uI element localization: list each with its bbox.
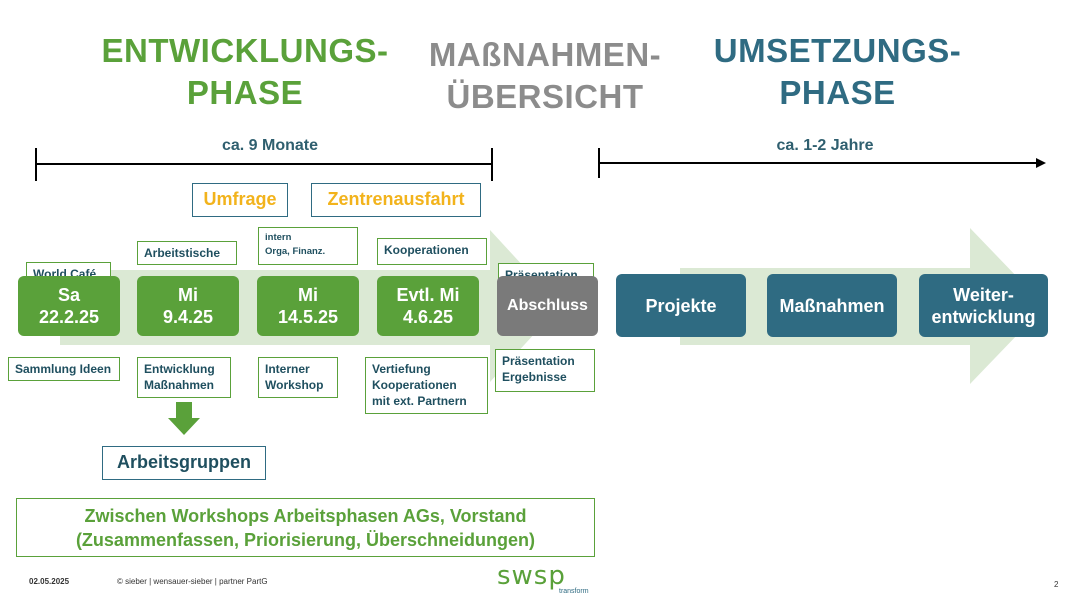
internal-orga-label: intern Orga, Finanz.	[258, 227, 358, 265]
footer-copyright: © sieber | wensauer-sieber | partner Par…	[117, 577, 268, 586]
development-duration: ca. 9 Monate	[221, 137, 319, 154]
implementation-duration-arrow	[598, 148, 1046, 178]
milestone-4-date: 4.6.25	[402, 307, 454, 327]
development-duration-line	[35, 148, 493, 181]
conclusion-box: Abschluss	[497, 276, 598, 336]
implementation-phase-title: UMSETZUNGS- PHASE	[713, 32, 962, 111]
down-arrow-icon	[168, 402, 200, 435]
work-tables-label: Arbeitstische	[137, 241, 237, 265]
swsp-logo: swsp transform	[497, 561, 589, 595]
cooperations-label: Kooperationen	[377, 238, 487, 265]
collect-ideas-label: Sammlung Ideen	[8, 357, 120, 381]
center-trip-box: Zentrenausfahrt	[311, 183, 481, 217]
milestone-3-day: Mi	[298, 285, 318, 305]
working-groups-box: Arbeitsgruppen	[102, 446, 266, 480]
deepen-cooperations-label: Vertiefung Kooperationen mit ext. Partne…	[365, 357, 488, 414]
milestone-2-date: 9.4.25	[162, 307, 214, 327]
footer-date: 02.05.2025	[29, 577, 70, 586]
between-workshops-note: Zwischen Workshops Arbeitsphasen AGs, Vo…	[16, 498, 595, 557]
implementation-duration: ca. 1-2 Jahre	[776, 137, 874, 154]
further-development-box: Weiter- entwicklung	[919, 274, 1048, 337]
internal-workshop-label: Interner Workshop	[258, 357, 338, 398]
overview-title: MAßNAHMEN- ÜBERSICHT	[428, 36, 662, 115]
measures-box: Maßnahmen	[767, 274, 897, 337]
milestone-3-date: 14.5.25	[277, 307, 339, 327]
development-phase-title: ENTWICKLUNGS- PHASE	[101, 32, 389, 111]
milestone-1-date: 22.2.25	[38, 307, 100, 327]
presentation-results-label: Präsentation Ergebnisse	[495, 349, 595, 392]
projects-box: Projekte	[616, 274, 746, 337]
milestone-3-box: Mi 14.5.25	[257, 276, 359, 336]
survey-box: Umfrage	[192, 183, 288, 217]
milestone-4-day: Evtl. Mi	[396, 285, 460, 305]
develop-measures-label: Entwicklung Maßnahmen	[137, 357, 231, 398]
milestone-1-box: Sa 22.2.25	[18, 276, 120, 336]
milestone-2-day: Mi	[178, 285, 198, 305]
milestone-1-day: Sa	[57, 285, 81, 305]
milestone-2-box: Mi 9.4.25	[137, 276, 239, 336]
milestone-4-box: Evtl. Mi 4.6.25	[377, 276, 479, 336]
page-number: 2	[1054, 580, 1059, 589]
